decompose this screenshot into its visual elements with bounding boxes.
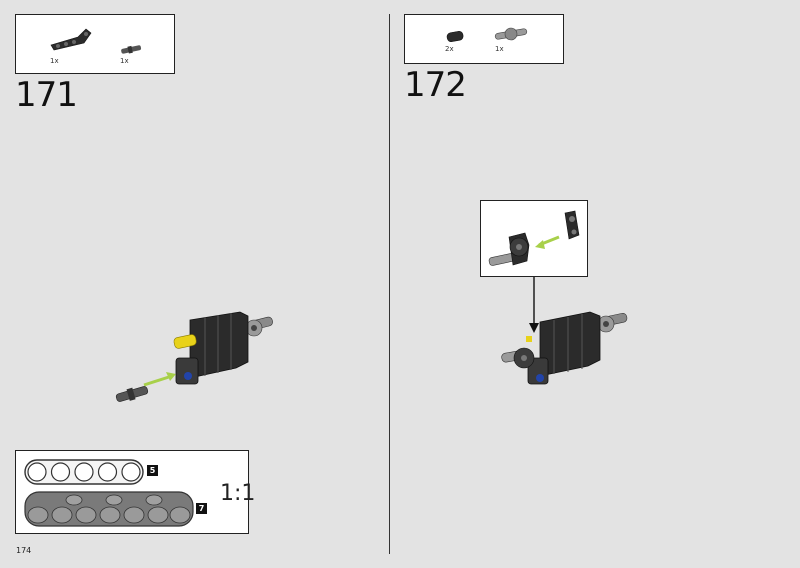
- white-beam-5: [24, 459, 144, 485]
- parts-callout-171: 1x 1x: [15, 14, 175, 74]
- connector-icon: [446, 31, 464, 42]
- axle-joint: [245, 316, 273, 337]
- beam-length-badge: 7: [196, 503, 207, 514]
- page-number: 174: [16, 546, 32, 555]
- loose-axle-pin: [115, 386, 149, 402]
- size-reference-box: 5 7 1:1: [15, 450, 255, 534]
- subassembly-callout: [480, 200, 588, 277]
- beam-length-badge: 5: [147, 465, 158, 476]
- axle-joint-icon: [494, 27, 528, 41]
- assembly-171: [115, 311, 273, 402]
- part-quantity: 1x: [50, 57, 59, 65]
- bent-beam-icon: [50, 28, 92, 51]
- scale-label: 1:1: [220, 481, 256, 506]
- part-quantity: 2x: [445, 45, 454, 53]
- grey-beam-7: [24, 491, 194, 527]
- parts-callout-172: 2x 1x: [404, 14, 564, 64]
- step-number: 172: [404, 65, 467, 105]
- assembly-172: [501, 311, 628, 385]
- step-number: 171: [15, 75, 78, 115]
- part-quantity: 1x: [120, 57, 129, 65]
- yellow-pin: [173, 334, 197, 349]
- part-quantity: 1x: [495, 45, 504, 53]
- subassembly-parts: [488, 210, 580, 266]
- placement-arrow: [529, 277, 539, 333]
- page-divider: [389, 14, 390, 554]
- axle-pin-icon: [121, 45, 142, 54]
